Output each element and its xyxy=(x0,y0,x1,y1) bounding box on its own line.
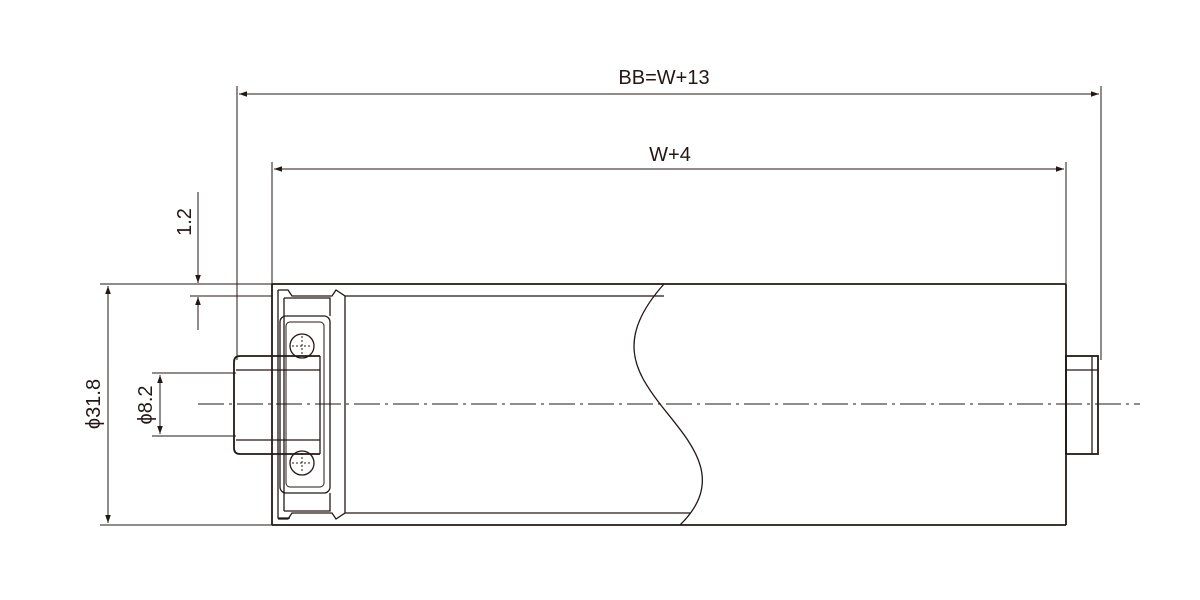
bearing-ball-top xyxy=(289,333,315,359)
tube-length-label: W+4 xyxy=(649,144,691,166)
tube-length-dimension: W+4 xyxy=(271,144,1067,284)
shaft-diameter-dimension: ϕ8.2 xyxy=(135,372,236,437)
shaft-diameter-label: ϕ8.2 xyxy=(135,385,157,424)
overall-length-label: BB=W+13 xyxy=(618,67,709,89)
bearing-ball-bottom xyxy=(289,450,315,476)
end-cap-shell xyxy=(277,289,346,520)
wall-thickness-label: 1.2 xyxy=(174,208,196,236)
outer-diameter-label: ϕ31.8 xyxy=(83,379,105,429)
outer-diameter-dimension: ϕ31.8 xyxy=(83,283,272,526)
right-shaft xyxy=(1065,355,1099,455)
overall-length-dimension: BB=W+13 xyxy=(236,67,1102,360)
right-shaft-outline xyxy=(1065,355,1099,455)
wall-thickness-dimension: 1.2 xyxy=(174,192,272,330)
left-shaft-outline xyxy=(233,355,320,455)
left-shaft xyxy=(233,355,321,455)
